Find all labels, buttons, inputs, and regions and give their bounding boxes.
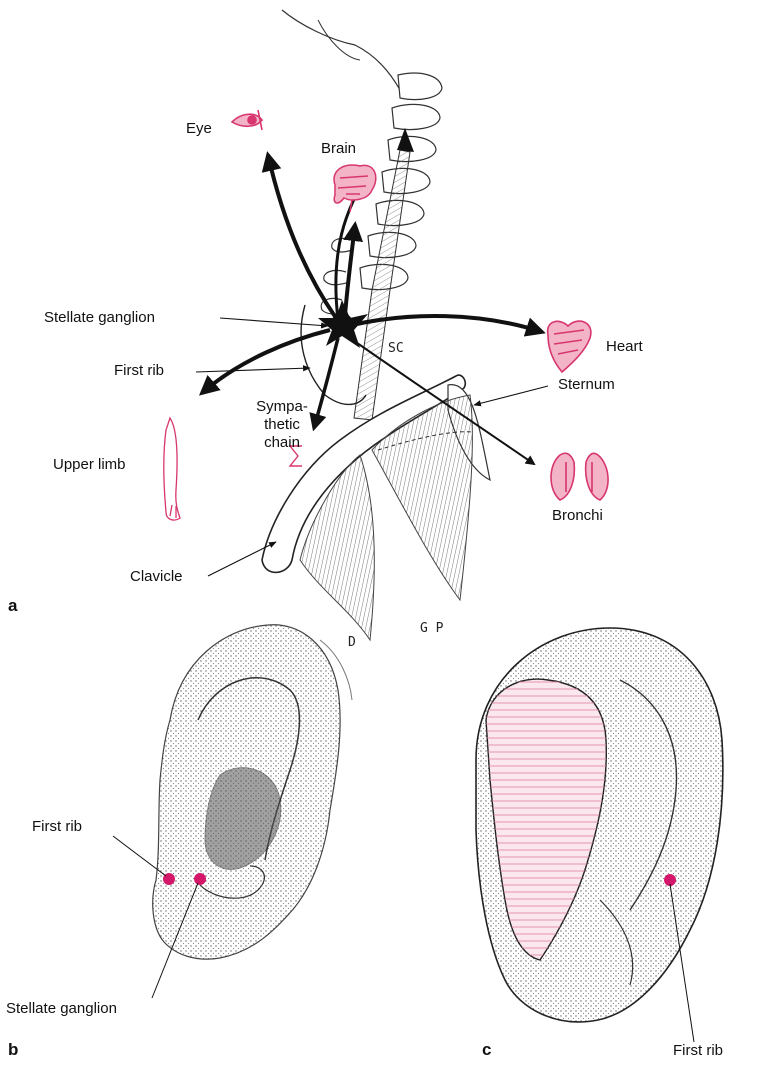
label-first-rib-c: First rib <box>673 1042 723 1060</box>
heart-sketch <box>548 321 591 372</box>
arrow-to-sympathetic-chain <box>314 338 338 428</box>
panel-a-drawing: SC D G P <box>164 10 608 650</box>
arrow-to-upper-limb <box>202 330 330 393</box>
label-sternum: Sternum <box>558 376 615 394</box>
label-bronchi: Bronchi <box>552 507 603 525</box>
d-annotation: D <box>348 635 356 650</box>
leader-sternum <box>474 386 548 405</box>
stellate-ganglion-point-b <box>194 873 206 885</box>
arrow-to-eye <box>268 155 336 318</box>
label-brain: Brain <box>321 140 356 158</box>
label-eye: Eye <box>186 120 212 138</box>
label-clavicle: Clavicle <box>130 568 183 586</box>
upper-limb-sketch <box>164 418 180 520</box>
panel-label-a: a <box>8 596 17 616</box>
label-first-rib-b: First rib <box>32 818 82 836</box>
label-sympathetic-chain: Sympa- thetic chain <box>250 398 314 452</box>
leader-stellate-ganglion <box>220 318 328 326</box>
sc-annotation: SC <box>388 341 404 356</box>
label-stellate-ganglion: Stellate ganglion <box>44 309 155 327</box>
label-stellate-ganglion-b: Stellate ganglion <box>6 1000 117 1018</box>
panel-label-b: b <box>8 1040 18 1060</box>
label-first-rib: First rib <box>114 362 164 380</box>
leader-first-rib <box>196 368 310 372</box>
panel-label-c: c <box>482 1040 491 1060</box>
label-sympathetic-chain-line-2: thetic <box>250 416 314 434</box>
eye-sketch <box>232 110 262 130</box>
label-sympathetic-chain-line-1: Sympa- <box>250 398 314 416</box>
label-sympathetic-chain-line-3: chain <box>250 434 314 452</box>
panel-b-drawing <box>113 625 352 998</box>
label-upper-limb: Upper limb <box>53 456 126 474</box>
gp-annotation: G P <box>420 621 444 636</box>
label-heart: Heart <box>606 338 643 356</box>
panel-c-drawing <box>476 628 723 1042</box>
bronchi-sketch <box>551 453 608 500</box>
brain-sketch <box>334 165 376 212</box>
